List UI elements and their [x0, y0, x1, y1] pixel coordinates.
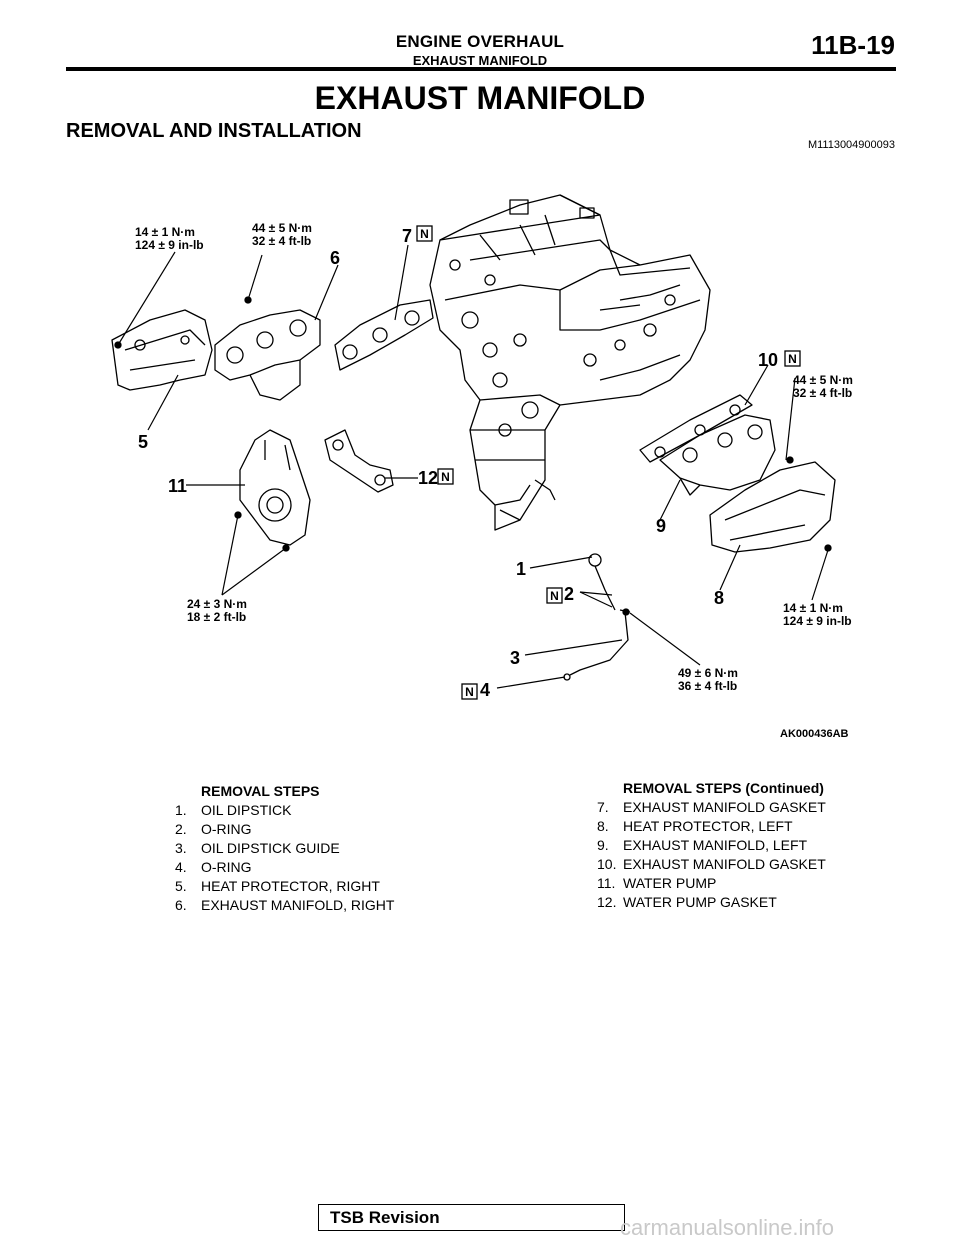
- new-part-mark-7: N: [420, 227, 429, 241]
- torque-label-dipstick-guide-imperial: 36 ± 4 ft-lb: [678, 679, 737, 693]
- document-code: M1113004900093: [807, 139, 895, 151]
- torque-label-water-pump-imperial: 18 ± 2 ft-lb: [187, 610, 246, 624]
- step-label: WATER PUMP GASKET: [623, 894, 777, 910]
- torque-label-bottom-right-imperial: 124 ± 9 in-lb: [783, 614, 852, 628]
- torque-label-top-mid-nm: 44 ± 5 N·m: [252, 221, 312, 235]
- subsection-title: EXHAUST MANIFOLD: [412, 53, 548, 68]
- step-number: 9.: [597, 837, 609, 853]
- step-label: EXHAUST MANIFOLD, RIGHT: [201, 897, 395, 913]
- list-item: 9. EXHAUST MANIFOLD, LEFT: [597, 836, 897, 855]
- water-pump-illustration: [234, 429, 311, 552]
- callout-9: 9: [656, 516, 666, 536]
- step-number: 1.: [175, 802, 187, 818]
- callout-3: 3: [510, 648, 520, 668]
- list-item: 11. WATER PUMP: [597, 874, 897, 893]
- step-label: EXHAUST MANIFOLD GASKET: [623, 799, 826, 815]
- callout-1: 1: [516, 559, 526, 579]
- callout-5: 5: [138, 432, 148, 452]
- exhaust-manifold-right-illustration: [214, 296, 321, 401]
- torque-label-dipstick-guide-nm: 49 ± 6 N·m: [678, 666, 738, 680]
- torque-label-top-left-imperial: 124 ± 9 in-lb: [135, 238, 204, 252]
- list-item: 10. EXHAUST MANIFOLD GASKET: [597, 855, 897, 874]
- list-item: 8. HEAT PROTECTOR, LEFT: [597, 817, 897, 836]
- torque-label-top-left-nm: 14 ± 1 N·m: [135, 225, 195, 239]
- step-label: O-RING: [201, 821, 252, 837]
- step-number: 3.: [175, 840, 187, 856]
- exhaust-manifold-left-illustration: [659, 414, 794, 496]
- procedure-subtitle: REMOVAL AND INSTALLATION: [66, 120, 362, 142]
- callout-2: 2: [564, 584, 574, 604]
- list-item: 4. O-RING: [175, 858, 475, 877]
- callout-7: 7: [402, 226, 412, 246]
- tsb-revision-box: [318, 1204, 625, 1231]
- step-label: OIL DIPSTICK GUIDE: [201, 840, 340, 856]
- new-part-mark-12: N: [441, 470, 450, 484]
- step-number: 5.: [175, 878, 187, 894]
- callout-10: 10: [758, 350, 778, 370]
- list-item: 6. EXHAUST MANIFOLD, RIGHT: [175, 896, 475, 915]
- step-number: 8.: [597, 818, 609, 834]
- callout-6: 6: [330, 248, 340, 268]
- step-label: EXHAUST MANIFOLD, LEFT: [623, 837, 808, 853]
- water-pump-gasket-illustration: [324, 429, 394, 493]
- removal-steps-list: REMOVAL STEPS 1. OIL DIPSTICK 2. O-RING 3.…: [175, 782, 475, 915]
- page-number: 11B-19: [811, 30, 895, 60]
- exploded-diagram: N N N N N 7 6 5 10 11 12 9 1 2 8 3 4 14 …: [111, 194, 853, 740]
- torque-label-top-mid-imperial: 32 ± 4 ft-lb: [252, 234, 311, 248]
- new-part-markers: N N N N N: [416, 225, 801, 700]
- step-label: OIL DIPSTICK: [201, 802, 292, 818]
- leader-lines: [117, 244, 829, 689]
- page-title: EXHAUST MANIFOLD: [314, 80, 646, 116]
- new-part-mark-2: N: [550, 589, 559, 603]
- step-label: EXHAUST MANIFOLD GASKET: [623, 856, 826, 872]
- callout-8: 8: [714, 588, 724, 608]
- heat-protector-right-illustration: [111, 309, 213, 391]
- removal-steps-continued-heading: REMOVAL STEPS (Continued): [623, 780, 824, 796]
- step-label: HEAT PROTECTOR, LEFT: [623, 818, 793, 834]
- new-part-mark-4: N: [465, 685, 474, 699]
- step-number: 7.: [597, 799, 609, 815]
- new-part-mark-10: N: [788, 352, 797, 366]
- torque-label-right-nm: 44 ± 5 N·m: [793, 373, 853, 387]
- torque-label-right-imperial: 32 ± 4 ft-lb: [793, 386, 852, 400]
- list-item: 3. OIL DIPSTICK GUIDE: [175, 839, 475, 858]
- step-number: 2.: [175, 821, 187, 837]
- step-number: 11.: [597, 875, 616, 891]
- removal-steps-heading: REMOVAL STEPS: [201, 783, 320, 799]
- list-item: 12. WATER PUMP GASKET: [597, 893, 897, 912]
- figure-code: AK000436AB: [780, 728, 849, 740]
- removal-steps-continued-list: REMOVAL STEPS (Continued) 7. EXHAUST MANI…: [597, 779, 897, 912]
- exhaust-gasket-right-illustration: [334, 299, 434, 371]
- oil-dipstick-illustration: [563, 553, 631, 681]
- step-number: 4.: [175, 859, 187, 875]
- section-title: ENGINE OVERHAUL: [395, 32, 565, 51]
- list-item: 7. EXHAUST MANIFOLD GASKET: [597, 798, 897, 817]
- torque-label-bottom-right-nm: 14 ± 1 N·m: [783, 601, 843, 615]
- header-rule: [66, 67, 896, 71]
- watermark: carmanualsonline.info: [620, 1215, 835, 1240]
- step-number: 12.: [597, 894, 617, 910]
- engine-block-illustration: [429, 194, 711, 531]
- list-item: 5. HEAT PROTECTOR, RIGHT: [175, 877, 475, 896]
- step-label: HEAT PROTECTOR, RIGHT: [201, 878, 380, 894]
- callout-12: 12: [418, 468, 438, 488]
- heat-protector-left-illustration: [709, 461, 836, 553]
- tsb-revision-label: TSB Revision: [330, 1208, 440, 1227]
- step-number: 6.: [175, 897, 187, 913]
- torque-label-water-pump-nm: 24 ± 3 N·m: [187, 597, 247, 611]
- list-item: 2. O-RING: [175, 820, 475, 839]
- step-label: WATER PUMP: [623, 875, 717, 891]
- step-label: O-RING: [201, 859, 252, 875]
- callout-4: 4: [480, 680, 490, 700]
- callout-11: 11: [168, 476, 187, 496]
- list-item: 1. OIL DIPSTICK: [175, 801, 475, 820]
- step-number: 10.: [597, 856, 617, 872]
